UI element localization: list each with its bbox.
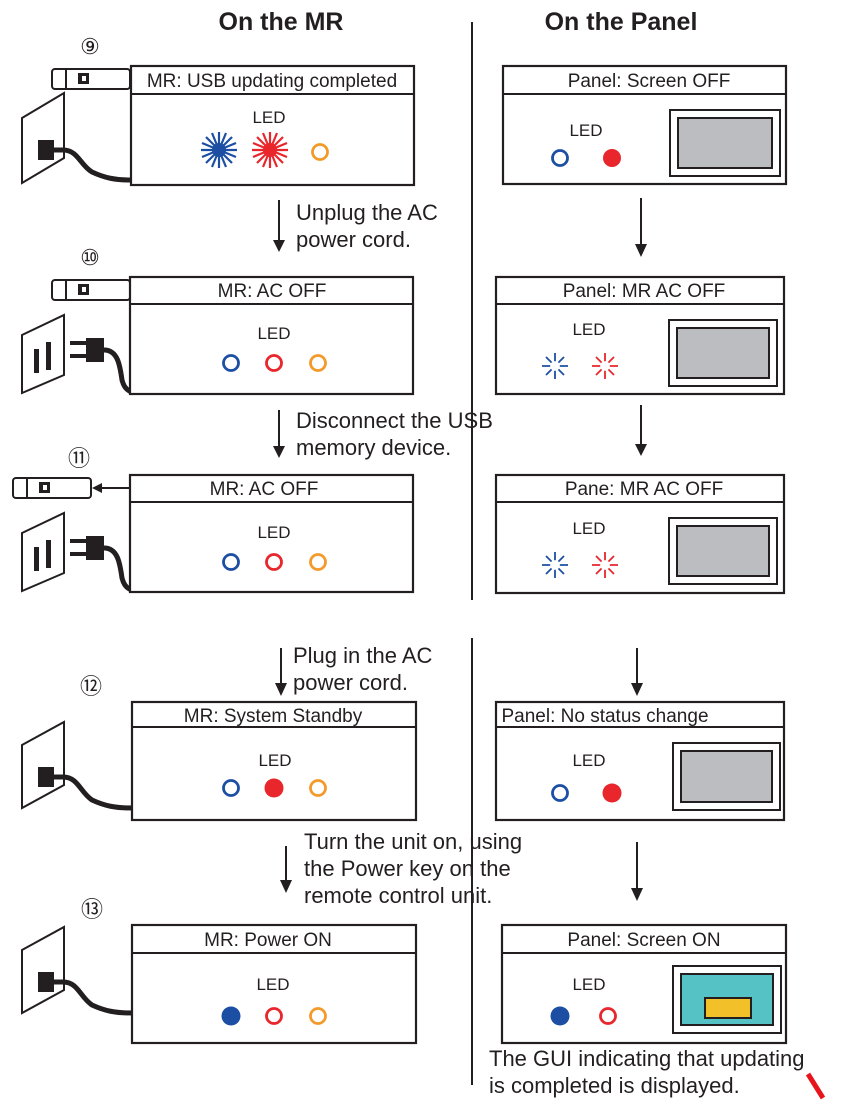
mr-status-box bbox=[130, 700, 418, 822]
mr-status-title: MR: Power ON bbox=[204, 930, 332, 951]
red-led-flashing bbox=[592, 552, 618, 578]
mr-led-row bbox=[201, 132, 329, 168]
footer-line: The GUI indicating that updating bbox=[489, 1046, 805, 1071]
led-label: LED bbox=[569, 121, 602, 140]
step-number: ⑫ bbox=[80, 674, 102, 699]
transition-plug-in-ac: Plug in the AC power cord. bbox=[275, 643, 643, 696]
mr-status-box bbox=[128, 275, 415, 396]
wall-outlet-plugged-icon bbox=[21, 720, 133, 811]
footer-line: is completed is displayed. bbox=[489, 1073, 740, 1098]
transition-text-line: Turn the unit on, using bbox=[304, 829, 522, 854]
led-label: LED bbox=[572, 320, 605, 339]
orange-led-off bbox=[309, 1007, 327, 1025]
red-led-on bbox=[264, 778, 284, 798]
usb-memory-icon bbox=[51, 279, 131, 301]
red-led-on bbox=[602, 783, 622, 803]
wall-outlet-unplugged-icon bbox=[21, 511, 133, 593]
transition-text-line: the Power key on the bbox=[304, 856, 511, 881]
transition-power-on: Turn the unit on, using the Power key on… bbox=[280, 829, 643, 908]
step-number: ⑬ bbox=[81, 897, 103, 922]
led-label: LED bbox=[257, 324, 290, 343]
blue-led-flashing bbox=[542, 353, 568, 379]
blue-led-off bbox=[222, 553, 240, 571]
red-led-off bbox=[265, 354, 283, 372]
led-label: LED bbox=[572, 519, 605, 538]
red-annotation-mark bbox=[805, 1072, 826, 1100]
blue-led-on bbox=[550, 1006, 570, 1026]
red-led-on bbox=[603, 149, 621, 167]
step-12: ⑫ MR: System Standby LED Panel: No statu… bbox=[21, 674, 786, 822]
usb-memory-icon bbox=[51, 68, 131, 90]
mr-status-box bbox=[128, 473, 415, 594]
footer-note: The GUI indicating that updating is comp… bbox=[489, 1046, 805, 1098]
led-label: LED bbox=[572, 751, 605, 770]
mr-status-title: MR: System Standby bbox=[184, 706, 363, 727]
mr-status-box bbox=[130, 923, 418, 1045]
red-led-off bbox=[265, 1007, 283, 1025]
step-13: ⑬ MR: Power ON LED Panel: Screen ON LED bbox=[21, 897, 788, 1045]
transition-text-line: power cord. bbox=[296, 227, 411, 252]
header-panel: On the Panel bbox=[545, 8, 698, 36]
mr-status-title: MR: AC OFF bbox=[218, 281, 327, 302]
blue-led-flashing bbox=[542, 552, 568, 578]
transition-text-line: Disconnect the USB bbox=[296, 408, 493, 433]
panel-screen-off bbox=[668, 517, 778, 585]
transition-text-line: memory device. bbox=[296, 435, 451, 460]
blue-led-off bbox=[551, 784, 569, 802]
mr-status-title: MR: AC OFF bbox=[210, 479, 319, 500]
panel-screen-off bbox=[669, 109, 781, 177]
step-10: ⑩ MR: AC OFF LED Panel: MR AC OFF LED bbox=[21, 245, 786, 396]
red-led-flashing bbox=[592, 353, 618, 379]
step-number: ⑪ bbox=[68, 446, 90, 471]
blue-led-flashing bbox=[201, 132, 237, 168]
orange-led-off bbox=[311, 143, 329, 161]
header-mr: On the MR bbox=[219, 8, 344, 36]
step-number: ⑨ bbox=[80, 34, 100, 59]
panel-status-title: Panel: Screen OFF bbox=[568, 71, 731, 92]
red-led-flashing bbox=[252, 132, 288, 168]
blue-led-off bbox=[222, 779, 240, 797]
panel-status-title: Panel: MR AC OFF bbox=[563, 281, 726, 302]
step-9: ⑨ MR: USB updating completed LED bbox=[21, 34, 788, 187]
wall-outlet-unplugged-icon bbox=[21, 313, 133, 395]
panel-screen-off bbox=[672, 742, 781, 811]
mr-status-title: MR: USB updating completed bbox=[147, 71, 397, 92]
panel-status-title: Panel: No status change bbox=[501, 706, 708, 727]
red-led-off bbox=[599, 1007, 617, 1025]
panel-status-title: Panel: Screen ON bbox=[567, 930, 720, 951]
led-label: LED bbox=[572, 975, 605, 994]
panel-status-title: Pane: MR AC OFF bbox=[565, 479, 723, 500]
transition-unplug-ac: Unplug the AC power cord. bbox=[273, 198, 647, 257]
led-label: LED bbox=[258, 751, 291, 770]
led-label: LED bbox=[252, 108, 285, 127]
transition-disconnect-usb: Disconnect the USB memory device. bbox=[273, 405, 647, 460]
blue-led-off bbox=[551, 149, 569, 167]
led-label: LED bbox=[256, 975, 289, 994]
transition-text-line: Unplug the AC bbox=[296, 200, 438, 225]
usb-memory-removed-icon bbox=[12, 477, 130, 499]
transition-text-line: power cord. bbox=[293, 670, 408, 695]
blue-led-on bbox=[221, 1006, 241, 1026]
wall-outlet-plugged-icon bbox=[21, 925, 133, 1016]
orange-led-off bbox=[309, 779, 327, 797]
transition-text-line: remote control unit. bbox=[304, 883, 492, 908]
orange-led-off bbox=[309, 354, 327, 372]
step-number: ⑩ bbox=[80, 245, 100, 270]
wall-outlet-plugged-icon bbox=[21, 91, 131, 185]
led-label: LED bbox=[257, 523, 290, 542]
transition-text-line: Plug in the AC bbox=[293, 643, 433, 668]
panel-screen-on bbox=[672, 965, 782, 1034]
orange-led-off bbox=[309, 553, 327, 571]
step-11: ⑪ MR: AC OFF LED Pane: MR AC OFF LED bbox=[12, 446, 786, 595]
mr-status-box bbox=[129, 64, 416, 187]
panel-screen-off bbox=[668, 319, 778, 387]
blue-led-off bbox=[222, 354, 240, 372]
red-led-off bbox=[265, 553, 283, 571]
